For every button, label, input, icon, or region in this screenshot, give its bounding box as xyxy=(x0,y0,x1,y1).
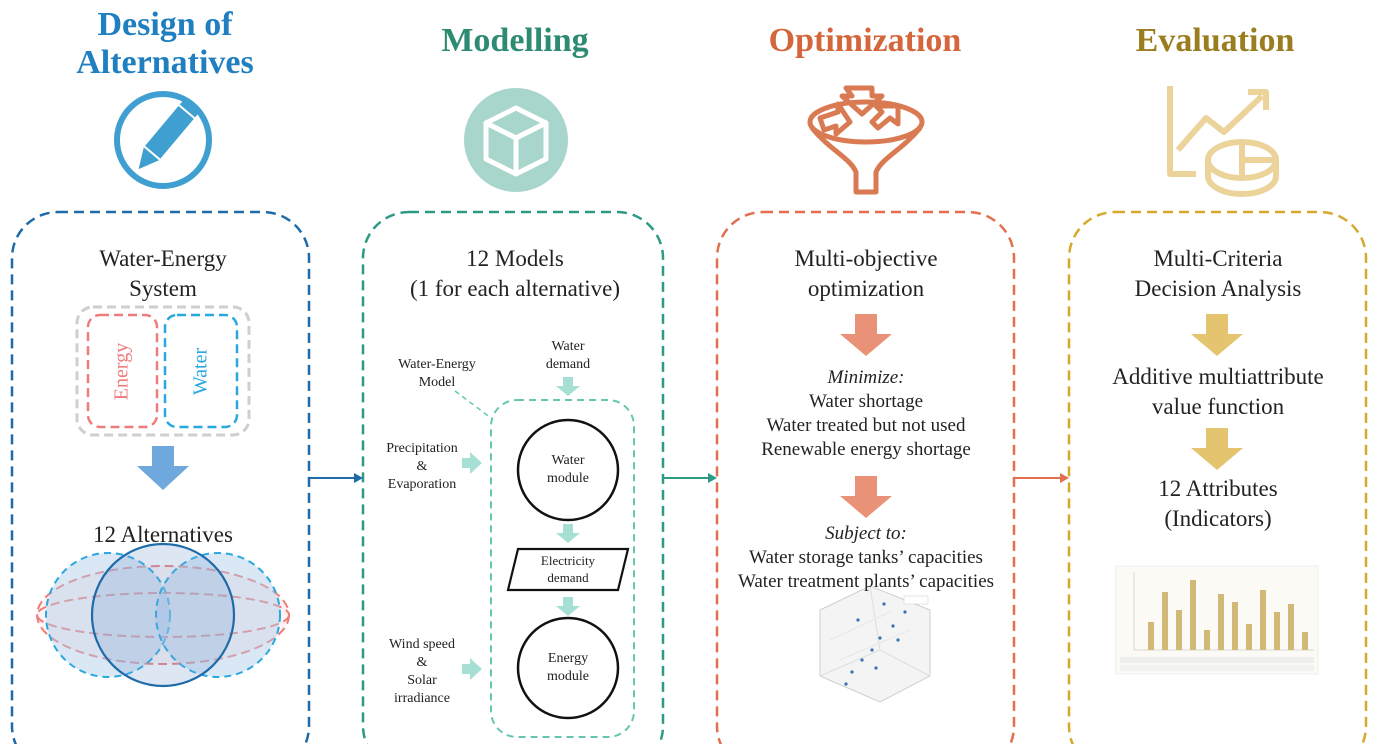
evaluation-heading-line1: Multi-Criteria xyxy=(1153,246,1283,271)
model-label-pointer xyxy=(454,390,492,419)
attributes-line2: (Indicators) xyxy=(1164,506,1272,531)
cube-icon xyxy=(464,88,568,192)
precip-line3: Evaporation xyxy=(387,477,457,492)
modelling-title: Modelling xyxy=(441,22,589,59)
model-label-line2: Model xyxy=(418,375,456,390)
modelling-box xyxy=(361,210,665,744)
design-title-line2: Alternatives xyxy=(76,44,254,81)
evaluation-arrow-2 xyxy=(1191,428,1243,470)
value-function-line1: Additive multiattribute xyxy=(1112,364,1324,389)
subject-to-label: Subject to: xyxy=(825,523,907,544)
optimization-heading: Multi-objective optimization xyxy=(722,244,1010,304)
evaluation-arrow-1 xyxy=(1191,314,1243,356)
energy-module-line1: Energy xyxy=(547,651,589,666)
electricity-line2: demand xyxy=(547,570,589,585)
precip-line1: Precipitation xyxy=(386,441,458,456)
arrow-modelling-to-optimization xyxy=(663,473,717,483)
design-box xyxy=(10,210,311,744)
alternatives-venn xyxy=(36,542,290,688)
system-label-line1: Water-Energy xyxy=(99,246,227,271)
arrow-optimization-to-evaluation xyxy=(1014,473,1069,483)
constraint-1: Water storage tanks’ capacities xyxy=(749,547,983,568)
water-module-line2: module xyxy=(547,471,589,486)
evaluation-box xyxy=(1067,210,1368,744)
water-energy-model-label: Water-Energy Model xyxy=(387,356,487,392)
optimization-arrow-1 xyxy=(840,314,892,356)
water-demand-line1: Water xyxy=(551,339,585,354)
alternatives-label: 12 Alternatives xyxy=(93,522,233,547)
energy-module-line2: module xyxy=(547,669,589,684)
modelling-heading: 12 Models (1 for each alternative) xyxy=(370,244,660,304)
wind-line1: Wind speed xyxy=(389,637,455,652)
pencil-icon xyxy=(114,91,212,189)
energy-module-circle xyxy=(516,616,620,720)
attributes-label: 12 Attributes (Indicators) xyxy=(1074,474,1362,534)
wind-line4: irradiance xyxy=(394,691,450,706)
funnel-icon xyxy=(807,85,925,195)
electricity-to-energy-arrow xyxy=(556,597,580,616)
design-down-arrow xyxy=(137,446,189,490)
water-module-circle xyxy=(516,418,620,522)
water-demand-line2: demand xyxy=(545,357,591,372)
objective-3: Renewable energy shortage xyxy=(761,439,971,460)
modelling-heading-line2: (1 for each alternative) xyxy=(409,276,621,301)
energy-module-label: Energy module xyxy=(528,650,608,686)
system-label-line2: System xyxy=(129,276,197,301)
water-label: Water xyxy=(189,347,212,396)
bar-chart-thumbnail xyxy=(1115,565,1319,675)
constraint-2: Water treatment plants’ capacities xyxy=(737,571,995,592)
minimize-block: Minimize: Water shortage Water treated b… xyxy=(722,366,1010,462)
water-box xyxy=(163,313,239,429)
scatter-3d-thumbnail xyxy=(819,585,931,703)
value-function-line2: value function xyxy=(1151,394,1285,419)
optimization-title: Optimization xyxy=(768,22,962,59)
attributes-line1: 12 Attributes xyxy=(1158,476,1278,501)
system-outer-box xyxy=(75,305,251,437)
water-to-electricity-arrow xyxy=(556,524,580,543)
precip-line2: & xyxy=(416,459,428,474)
objective-1: Water shortage xyxy=(809,391,923,412)
system-label: Water-Energy System xyxy=(40,244,286,304)
energy-box xyxy=(86,313,159,429)
evaluation-title: Evaluation xyxy=(1135,22,1295,59)
wind-line2: & xyxy=(416,655,428,670)
wind-line3: Solar xyxy=(407,673,437,688)
optimization-box xyxy=(715,210,1016,744)
water-demand-label: Water demand xyxy=(528,338,608,374)
optimization-heading-line2: optimization xyxy=(807,276,925,301)
value-function-label: Additive multiattribute value function xyxy=(1074,362,1362,422)
objective-2: Water treated but not used xyxy=(766,415,966,436)
modelling-heading-line1: 12 Models xyxy=(466,246,564,271)
arrow-design-to-modelling xyxy=(309,473,363,483)
precip-arrow xyxy=(462,452,482,474)
optimization-heading-line1: Multi-objective xyxy=(794,246,938,271)
model-label-line1: Water-Energy xyxy=(398,357,476,372)
evaluation-heading: Multi-Criteria Decision Analysis xyxy=(1074,244,1362,304)
energy-label: Energy xyxy=(110,342,133,401)
water-module-label: Water module xyxy=(528,452,608,488)
electricity-demand-label: Electricity demand xyxy=(518,552,618,586)
electricity-demand-box xyxy=(506,547,630,592)
minimize-label: Minimize: xyxy=(827,367,905,388)
water-module-line1: Water xyxy=(551,453,585,468)
wind-solar-label: Wind speed & Solar irradiance xyxy=(372,636,472,708)
evaluation-heading-line2: Decision Analysis xyxy=(1134,276,1302,301)
precipitation-label: Precipitation & Evaporation xyxy=(372,440,472,494)
water-demand-arrow xyxy=(556,377,580,396)
design-title-line1: Design of xyxy=(97,6,233,43)
chart-icon xyxy=(1167,86,1279,197)
wind-arrow xyxy=(462,658,482,680)
optimization-arrow-2 xyxy=(840,476,892,518)
design-title: Design of Alternatives xyxy=(60,6,270,82)
electricity-line1: Electricity xyxy=(540,553,596,568)
subject-to-block: Subject to: Water storage tanks’ capacit… xyxy=(722,522,1010,594)
